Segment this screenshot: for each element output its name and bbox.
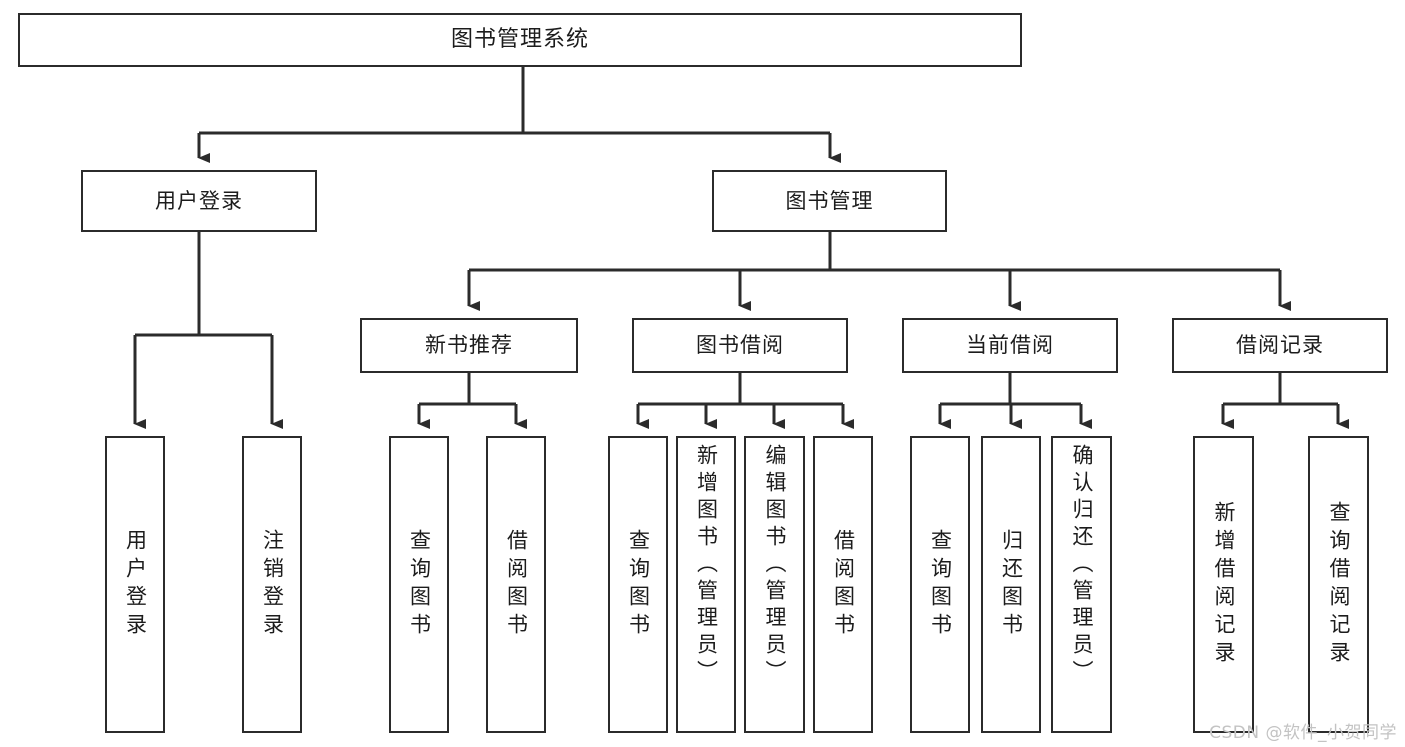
- csdn-watermark: CSDN @软件_小贺同学: [1209, 723, 1397, 743]
- node-leaf-borrow-book-2[interactable]: 借阅图书: [813, 436, 873, 733]
- node-leaf-return-book-label: 归还图书: [999, 528, 1024, 641]
- node-borrow-record[interactable]: 借阅记录: [1172, 318, 1388, 373]
- node-book-management[interactable]: 图书管理: [712, 170, 947, 232]
- node-leaf-query-book-1-label: 查询图书: [407, 528, 432, 641]
- node-book-management-label: 图书管理: [785, 188, 874, 213]
- node-leaf-query-record[interactable]: 查询借阅记录: [1308, 436, 1369, 733]
- node-leaf-user-login-label: 用户登录: [123, 528, 148, 641]
- node-user-login[interactable]: 用户登录: [81, 170, 317, 232]
- node-leaf-confirm-return[interactable]: 确认归还（管理员）: [1051, 436, 1112, 733]
- node-leaf-logout-login[interactable]: 注销登录: [242, 436, 302, 733]
- node-borrow-record-label: 借阅记录: [1236, 333, 1324, 358]
- node-leaf-query-book-2-label: 查询图书: [626, 528, 651, 641]
- node-new-book-recommend[interactable]: 新书推荐: [360, 318, 578, 373]
- node-root[interactable]: 图书管理系统: [18, 13, 1022, 67]
- node-book-borrow-label: 图书借阅: [696, 333, 784, 358]
- node-leaf-borrow-book-1-label: 借阅图书: [504, 528, 529, 641]
- node-leaf-add-record[interactable]: 新增借阅记录: [1193, 436, 1254, 733]
- node-leaf-user-login[interactable]: 用户登录: [105, 436, 165, 733]
- node-leaf-borrow-book-1[interactable]: 借阅图书: [486, 436, 546, 733]
- node-book-borrow[interactable]: 图书借阅: [632, 318, 848, 373]
- node-leaf-add-record-label: 新增借阅记录: [1212, 500, 1236, 669]
- node-leaf-edit-book[interactable]: 编辑图书（管理员）: [744, 436, 805, 733]
- node-leaf-query-book-3[interactable]: 查询图书: [910, 436, 970, 733]
- node-leaf-query-book-3-label: 查询图书: [928, 528, 953, 641]
- node-user-login-label: 用户登录: [155, 188, 243, 213]
- node-leaf-return-book[interactable]: 归还图书: [981, 436, 1041, 733]
- node-leaf-edit-book-label: 编辑图书（管理员）: [763, 444, 787, 687]
- node-new-book-recommend-label: 新书推荐: [425, 333, 513, 358]
- node-root-label: 图书管理系统: [450, 27, 589, 53]
- node-leaf-add-book-label: 新增图书（管理员）: [694, 444, 719, 687]
- node-leaf-confirm-return-label: 确认归还（管理员）: [1070, 444, 1094, 687]
- node-leaf-query-record-label: 查询借阅记录: [1327, 500, 1351, 669]
- node-leaf-query-book-2[interactable]: 查询图书: [608, 436, 668, 733]
- node-current-borrow[interactable]: 当前借阅: [902, 318, 1118, 373]
- node-leaf-logout-login-label: 注销登录: [260, 528, 285, 641]
- node-leaf-borrow-book-2-label: 借阅图书: [831, 528, 856, 641]
- node-leaf-add-book[interactable]: 新增图书（管理员）: [676, 436, 736, 733]
- node-current-borrow-label: 当前借阅: [966, 333, 1054, 358]
- node-leaf-query-book-1[interactable]: 查询图书: [389, 436, 449, 733]
